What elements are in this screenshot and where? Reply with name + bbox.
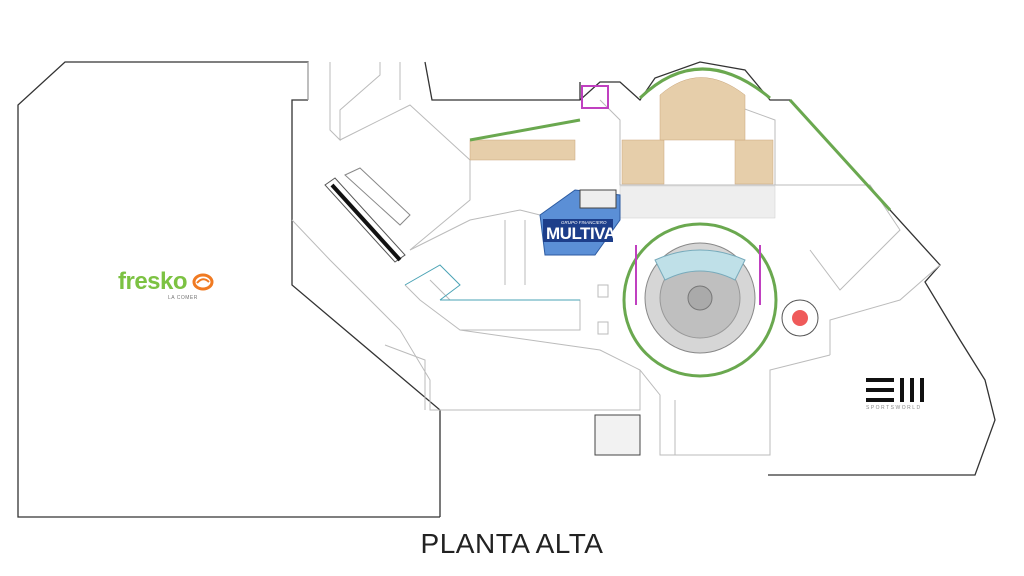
multiva-area-grid [579, 189, 617, 209]
multiva-logo[interactable]: GRUPO FINANCIERO MULTIVA [543, 219, 616, 243]
sportsworld-name: SPORTSWORLD [866, 405, 922, 411]
corridor-highlight [404, 264, 580, 301]
kiosk [781, 299, 819, 337]
fountain-court [644, 242, 756, 354]
interior-lines [291, 62, 941, 456]
sportsworld-mark-icon [866, 378, 924, 402]
multiva-group: GRUPO FINANCIERO [561, 220, 607, 225]
seating-areas [469, 77, 776, 219]
escalator [324, 167, 411, 263]
floor-title: PLANTA ALTA [420, 528, 604, 559]
planters [469, 67, 892, 378]
multiva-name: MULTIVA [546, 224, 616, 243]
fresko-logo[interactable]: fresko LA COMER [118, 268, 214, 301]
fresko-name: fresko [118, 268, 188, 295]
fresko-tagline: LA COMER [168, 295, 198, 301]
fresko-swirl-icon [192, 273, 213, 291]
sportsworld-logo[interactable]: SPORTSWORLD [864, 377, 924, 411]
stairs [594, 414, 641, 456]
pink-elements [581, 85, 761, 305]
